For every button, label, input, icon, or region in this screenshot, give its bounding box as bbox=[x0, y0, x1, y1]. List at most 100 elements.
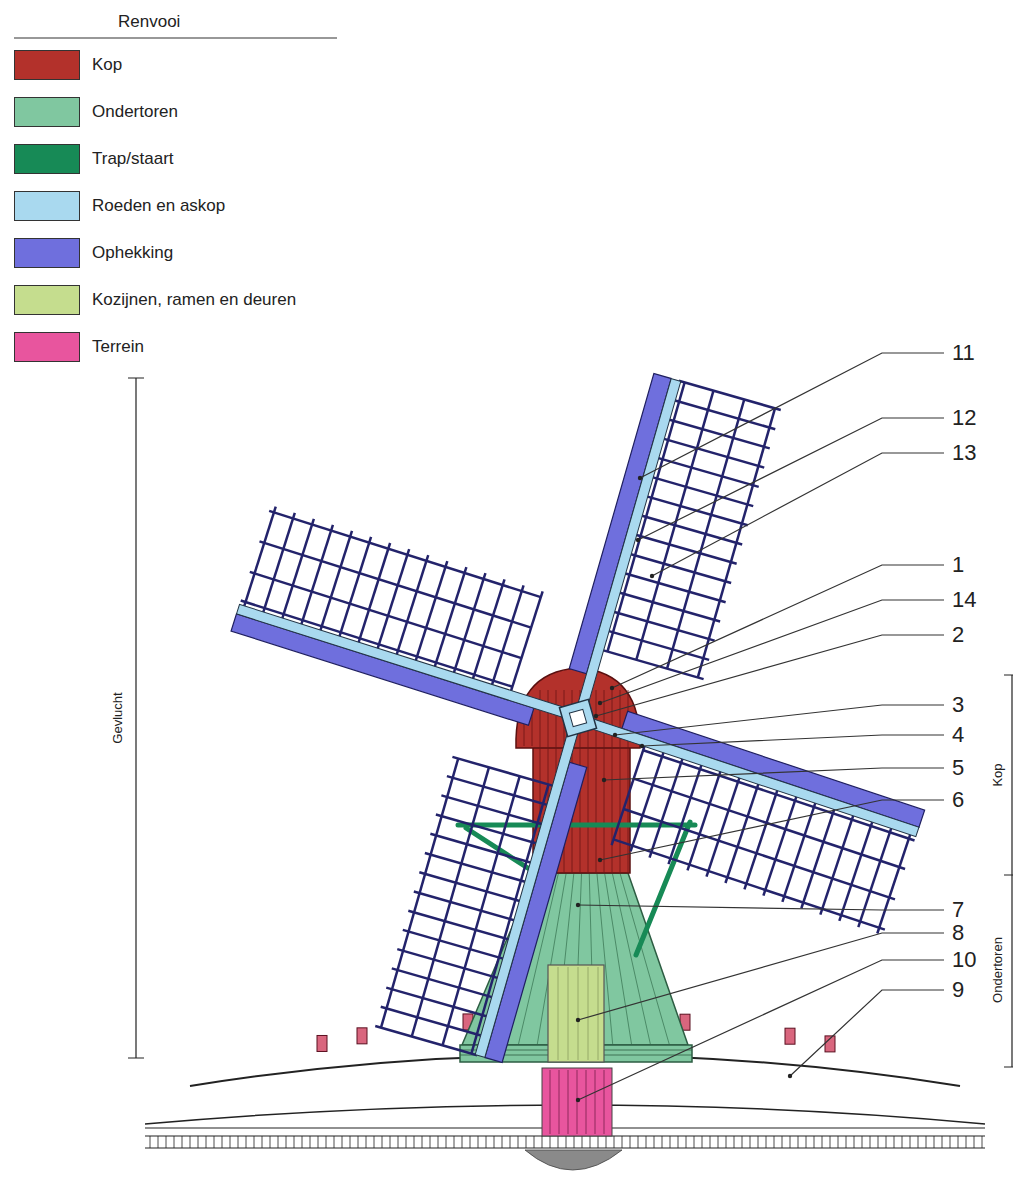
bridge-tick bbox=[854, 1136, 855, 1148]
bridge-tick bbox=[582, 1136, 583, 1148]
bridge-tick bbox=[830, 1136, 831, 1148]
bridge-tick bbox=[622, 1136, 623, 1148]
legend-row: Roeden en askop bbox=[14, 191, 344, 221]
legend-swatch bbox=[14, 97, 80, 127]
lattice-bar bbox=[612, 745, 645, 846]
bridge-tick bbox=[646, 1136, 647, 1148]
leader-line bbox=[604, 768, 944, 780]
bridge-tick bbox=[206, 1136, 207, 1148]
legend-swatch bbox=[14, 50, 80, 80]
callout-number: 1 bbox=[952, 553, 964, 577]
leader-dot bbox=[576, 1098, 580, 1102]
sail-arm bbox=[231, 505, 617, 741]
leader-line bbox=[640, 353, 944, 478]
bridge-tick bbox=[566, 1136, 567, 1148]
bridge-tick bbox=[526, 1136, 527, 1148]
lattice-bar bbox=[301, 525, 333, 626]
bridge-tick bbox=[654, 1136, 655, 1148]
leader-lines bbox=[576, 353, 944, 1102]
bridge-tick bbox=[262, 1136, 263, 1148]
dimension-label: Ondertoren bbox=[991, 937, 1005, 1003]
leader-line bbox=[642, 735, 944, 746]
door-panel bbox=[548, 965, 604, 1062]
axle-plate bbox=[559, 699, 596, 736]
bridge-tick bbox=[870, 1136, 871, 1148]
legend-text: Trap/staart bbox=[92, 149, 174, 169]
leader-dot bbox=[598, 701, 602, 705]
callout-number: 10 bbox=[952, 948, 976, 972]
bridge-tick bbox=[254, 1136, 255, 1148]
bridge-tick bbox=[406, 1136, 407, 1148]
lattice-bar bbox=[492, 585, 524, 686]
leader-dot bbox=[602, 778, 606, 782]
legend-swatch bbox=[14, 191, 80, 221]
lattice-bar bbox=[282, 519, 314, 620]
leader-line bbox=[790, 990, 944, 1076]
sail-stock bbox=[475, 711, 583, 1058]
bridge-tick bbox=[542, 1136, 543, 1148]
bridge-tick bbox=[950, 1136, 951, 1148]
bridge-tick bbox=[390, 1136, 391, 1148]
lattice-bar bbox=[396, 555, 428, 656]
lattice-bar bbox=[858, 827, 891, 928]
dimension-label: Gevlucht bbox=[111, 692, 125, 743]
door-plank bbox=[578, 967, 579, 1060]
bridge-tick bbox=[710, 1136, 711, 1148]
lattice-rail bbox=[269, 511, 541, 597]
bridge-tick bbox=[790, 1136, 791, 1148]
lattice-bar bbox=[650, 757, 683, 858]
legend-row: Kop bbox=[14, 50, 344, 80]
callout-number: 9 bbox=[952, 978, 964, 1002]
bridge-tick bbox=[502, 1136, 503, 1148]
bridge-tick bbox=[286, 1136, 287, 1148]
bridge-tick bbox=[158, 1136, 159, 1148]
bridge-tick bbox=[614, 1136, 615, 1148]
bridge-tick bbox=[726, 1136, 727, 1148]
bridge-tick bbox=[574, 1136, 575, 1148]
callout-number: 7 bbox=[952, 898, 964, 922]
terrain-stripe bbox=[550, 1070, 551, 1134]
bridge-tick bbox=[166, 1136, 167, 1148]
callout-number: 12 bbox=[952, 406, 976, 430]
bridge-tick bbox=[878, 1136, 879, 1148]
heading-rule bbox=[14, 37, 337, 38]
bridge-tick bbox=[982, 1136, 983, 1148]
leader-dot bbox=[576, 903, 580, 907]
door bbox=[548, 965, 604, 1062]
leader-line bbox=[596, 635, 944, 716]
bridge-tick bbox=[278, 1136, 279, 1148]
lattice-bar bbox=[375, 1026, 477, 1055]
bridge-tick bbox=[174, 1136, 175, 1148]
leader-line bbox=[600, 800, 944, 860]
legend-row: Kozijnen, ramen en deuren bbox=[14, 285, 344, 315]
bridge-line bbox=[145, 1147, 985, 1148]
leader-dot bbox=[594, 714, 598, 718]
bridge-tick bbox=[494, 1136, 495, 1148]
leader-line bbox=[600, 600, 944, 703]
bridge-tick bbox=[606, 1136, 607, 1148]
axle-head bbox=[559, 699, 596, 736]
callout-number: 2 bbox=[952, 623, 964, 647]
lattice-bar bbox=[763, 795, 796, 896]
bridge-tick bbox=[598, 1136, 599, 1148]
bridge-tick bbox=[694, 1136, 695, 1148]
legend-row: Ondertoren bbox=[14, 97, 344, 127]
lattice-bar bbox=[434, 567, 466, 668]
bridge-tick bbox=[718, 1136, 719, 1148]
door-plank bbox=[568, 967, 569, 1060]
bridge-tick bbox=[734, 1136, 735, 1148]
bridge-tick bbox=[414, 1136, 415, 1148]
height-bracket bbox=[1004, 675, 1013, 1067]
post bbox=[785, 1028, 795, 1044]
leader-line bbox=[652, 453, 944, 576]
bridge-tick bbox=[238, 1136, 239, 1148]
leader-dot bbox=[610, 686, 614, 690]
bridge-tick bbox=[190, 1136, 191, 1148]
leader-line bbox=[578, 905, 944, 910]
bridge-tick bbox=[942, 1136, 943, 1148]
bridge-tick bbox=[630, 1136, 631, 1148]
bridge-tick bbox=[430, 1136, 431, 1148]
terrain bbox=[542, 1068, 612, 1136]
callout-number: 13 bbox=[952, 441, 976, 465]
